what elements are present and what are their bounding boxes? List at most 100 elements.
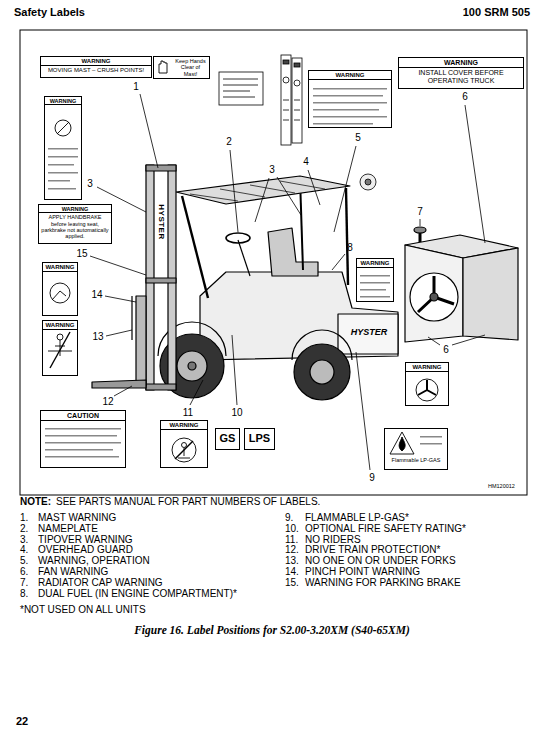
callout-number: 8 xyxy=(347,243,353,253)
callout-number: 6 xyxy=(443,345,449,355)
fire-rating-label: GS xyxy=(215,428,240,450)
label-drawing xyxy=(294,110,300,111)
pictogram xyxy=(182,443,187,448)
label-text: INSTALL COVER BEFORE OPERATING TRUCK xyxy=(401,69,521,85)
page-number: 22 xyxy=(16,716,28,727)
label-text: GS xyxy=(218,429,237,448)
list-number: 7. xyxy=(20,578,28,588)
parking-brake-label: WARNINGAPPLY HANDBRAKE before leaving se… xyxy=(38,204,112,244)
signal-word: CAUTION xyxy=(41,412,125,421)
pictogram xyxy=(159,61,167,73)
label-text: Keep Hands Clear of Mast! xyxy=(174,58,207,77)
radiator-drawing xyxy=(418,276,454,312)
label-drawing xyxy=(294,80,300,86)
leader-line xyxy=(230,150,238,232)
pictogram xyxy=(50,283,70,303)
leader-line xyxy=(105,296,136,302)
pictogram xyxy=(420,436,442,438)
list-text: DUAL FUEL (IN ENGINE COMPARTMENT)* xyxy=(38,589,237,599)
pictogram xyxy=(48,180,70,182)
label-drawing xyxy=(294,63,300,67)
pictogram xyxy=(45,456,119,458)
keep-hands-label: Keep Hands Clear of Mast! xyxy=(153,56,210,79)
label-drawing xyxy=(219,72,263,105)
pictogram xyxy=(390,432,414,454)
list-number: 2. xyxy=(20,524,28,534)
leader-line xyxy=(190,380,203,405)
warning-label: WARNINGMOVING MAST – CRUSH POINTS! xyxy=(40,56,152,78)
list-text: PINCH POINT WARNING xyxy=(305,567,420,577)
forklift-drawing xyxy=(190,194,238,201)
list-text: OPTIONAL FIRE SAFETY RATING* xyxy=(305,524,466,534)
pictogram xyxy=(45,428,121,430)
leader-line xyxy=(308,170,320,205)
list-text: NO ONE ON OR UNDER FORKS xyxy=(305,556,456,566)
callout-number: 7 xyxy=(417,207,423,217)
callout-number: 4 xyxy=(303,157,309,167)
pictogram xyxy=(55,120,71,136)
label-text: Flammable LP-GAS xyxy=(387,457,445,463)
forklift-drawing xyxy=(146,278,176,283)
list-number: 4. xyxy=(20,545,28,555)
forklift-drawing xyxy=(280,181,325,189)
leader-line xyxy=(140,94,158,168)
forks-label: WARNING xyxy=(42,320,78,376)
tipover-label: WARNING xyxy=(44,96,82,200)
pictogram xyxy=(48,148,78,150)
pictogram xyxy=(57,334,63,340)
pictogram xyxy=(313,116,387,118)
list-text: FAN WARNING xyxy=(38,567,108,577)
list-text: WARNING FOR PARKING BRAKE xyxy=(305,578,461,588)
forklift-drawing xyxy=(131,296,132,340)
pictogram xyxy=(57,122,69,134)
leader-line xyxy=(106,330,132,336)
pictogram xyxy=(175,441,193,459)
pictogram xyxy=(45,449,113,451)
leader-line xyxy=(90,94,485,470)
forklift-drawing xyxy=(346,188,348,285)
signal-word: WARNING xyxy=(161,422,207,430)
callout-number: 3 xyxy=(87,179,93,189)
no-riders-label: WARNING xyxy=(160,420,208,468)
leader-line xyxy=(428,337,440,345)
label-drawing xyxy=(283,120,289,121)
label-drawing xyxy=(223,97,255,98)
fire-rating-label: LPS xyxy=(244,428,275,450)
signal-word: WARNING xyxy=(399,59,523,68)
label-drawing xyxy=(292,58,302,143)
list-number: 5. xyxy=(20,556,28,566)
callout-number: 15 xyxy=(76,249,87,259)
forklift-drawing xyxy=(338,314,398,354)
pictogram xyxy=(418,380,436,395)
pictogram xyxy=(313,123,373,125)
signal-word: WARNING xyxy=(45,98,81,105)
list-number: 6. xyxy=(20,567,28,577)
pictogram xyxy=(360,282,390,284)
signal-word: WARNING xyxy=(406,364,448,372)
label-drawing xyxy=(283,100,289,101)
forklift-drawing xyxy=(136,296,146,386)
forklift-drawing xyxy=(268,228,318,276)
figure-caption: Figure 16. Label Positions for S2.00-3.2… xyxy=(0,624,544,636)
list-text: OVERHEAD GUARD xyxy=(38,545,133,555)
pictogram xyxy=(313,102,387,104)
list-text: DRIVE TRAIN PROTECTION* xyxy=(305,545,440,555)
radiator-drawing xyxy=(414,227,426,233)
forklift-drawing xyxy=(310,360,334,384)
leader-line xyxy=(255,178,269,222)
pictogram xyxy=(360,289,386,291)
leader-line xyxy=(90,256,146,275)
pictogram xyxy=(50,332,70,368)
pictogram xyxy=(45,61,442,462)
note-label: NOTE: xyxy=(20,497,51,507)
label-drawing xyxy=(294,120,300,121)
leader-line xyxy=(277,177,301,215)
pinch-point-label: WARNING xyxy=(42,262,78,316)
leader-line xyxy=(332,254,345,270)
list-text: RADIATOR CAP WARNING xyxy=(38,578,163,588)
pictogram xyxy=(45,435,117,437)
list-number: 11. xyxy=(285,535,298,545)
label-text: MOVING MAST – CRUSH POINTS! xyxy=(43,67,149,74)
callout-number: 12 xyxy=(102,397,113,407)
callout-number: 14 xyxy=(91,290,102,300)
